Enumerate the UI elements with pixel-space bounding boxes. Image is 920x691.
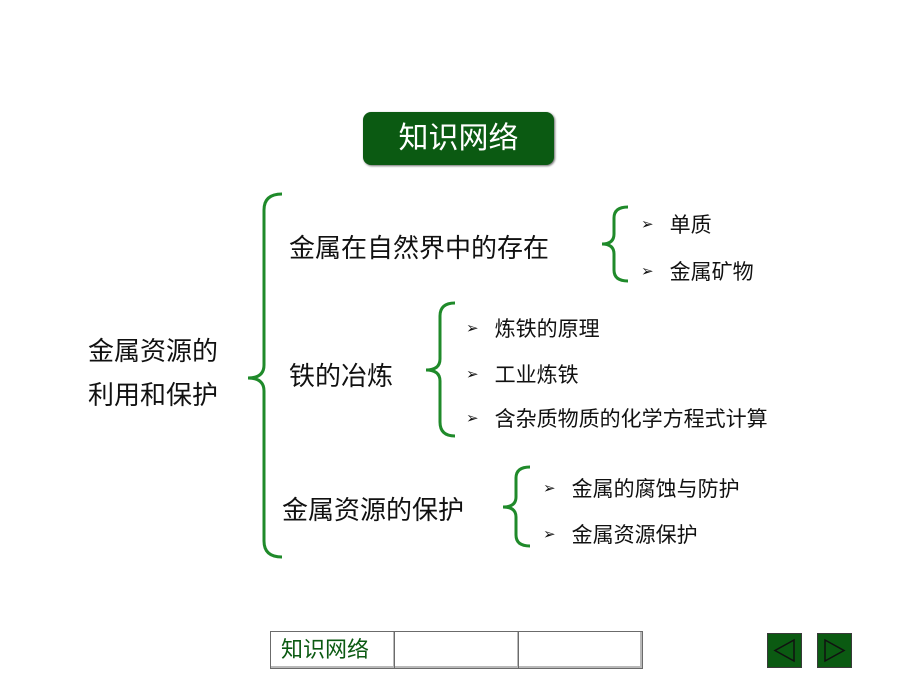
nav-tab-label: 知识网络 [281,638,370,663]
leaf-item: ➢ 金属矿物 [641,256,754,286]
leaf-item: ➢ 单质 [641,209,712,239]
next-arrow-icon [824,638,846,663]
bullet-arrow-icon: ➢ [543,525,556,543]
leaf-label: 含杂质物质的化学方程式计算 [494,407,768,431]
bottom-nav: 知识网络 [270,631,643,669]
bullet-arrow-icon: ➢ [466,409,479,427]
root-line-2: 利用和保护 [88,381,219,411]
bullet-arrow-icon: ➢ [641,215,654,233]
branch-label-smelting: 铁的冶炼 [289,362,394,392]
nav-tab-knowledge[interactable]: 知识网络 [270,631,396,669]
branch-label-existence: 金属在自然界中的存在 [289,234,550,264]
brace-existence [601,205,629,283]
branch-label-protection: 金属资源的保护 [282,496,465,526]
prev-button[interactable] [767,633,802,668]
bullet-arrow-icon: ➢ [466,365,479,383]
main-brace [247,192,283,559]
next-button[interactable] [817,633,852,668]
leaf-item: ➢ 金属的腐蚀与防护 [543,473,740,503]
brace-smelting [425,301,456,438]
leaf-item: ➢ 炼铁的原理 [466,313,600,343]
brace-protection [502,465,531,548]
bullet-arrow-icon: ➢ [543,479,556,497]
leaf-label: 炼铁的原理 [494,317,600,341]
leaf-item: ➢ 工业炼铁 [466,359,579,389]
bullet-arrow-icon: ➢ [466,319,479,337]
nav-tab-label [519,638,529,663]
nav-tab-label [395,638,405,663]
nav-tab-3[interactable] [518,631,643,669]
leaf-label: 单质 [669,213,712,237]
bullet-arrow-icon: ➢ [641,262,654,280]
leaf-label: 金属矿物 [669,260,754,284]
leaf-label: 金属的腐蚀与防护 [571,477,740,501]
prev-arrow-icon [773,638,795,663]
root-line-1: 金属资源的 [88,337,219,367]
root-node: 金属资源的 利用和保护 [88,330,218,418]
leaf-label: 金属资源保护 [571,523,698,547]
leaf-label: 工业炼铁 [494,363,579,387]
leaf-item: ➢ 含杂质物质的化学方程式计算 [466,403,768,433]
title-banner: 知识网络 [363,112,554,165]
leaf-item: ➢ 金属资源保护 [543,519,698,549]
nav-tab-2[interactable] [394,631,520,669]
